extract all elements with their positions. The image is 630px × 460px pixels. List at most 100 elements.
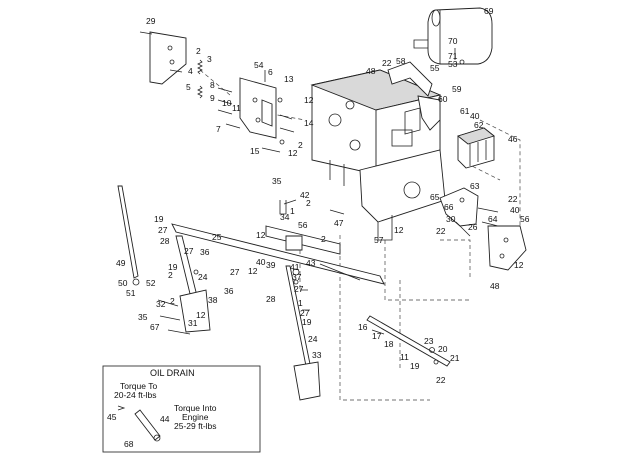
callout-51: 51 [126,288,136,298]
callout-25: 25 [212,232,222,242]
left-mount-bracket [139,31,187,85]
right-side-plate [487,225,527,271]
callout-40c: 40 [256,257,266,267]
callout-2e: 2 [168,270,173,280]
callout-2d: 2 [321,234,326,244]
callout-2f: 2 [170,296,175,306]
callout-34: 34 [280,212,290,222]
callout-11: 11 [232,103,241,113]
callout-64: 64 [488,214,498,224]
callout-39: 39 [266,260,276,270]
lower-right-rod [366,315,451,367]
battery-box [457,127,495,169]
callout-14: 14 [304,118,314,128]
callout-10: 10 [222,98,232,108]
callout-26: 26 [468,222,478,232]
callout-9: 9 [210,93,215,103]
callout-36b: 36 [224,286,234,296]
callout-11b: 11 [400,352,409,362]
center-linkage-arm [265,199,345,255]
callout-22d: 22 [436,375,446,385]
callout-labels: 29 2 3 4 5 54 6 13 8 9 10 11 12 7 14 2 1… [116,6,530,385]
callout-12f: 12 [248,266,258,276]
callout-27e: 27 [300,308,310,318]
control-rod [171,223,385,285]
callout-49: 49 [116,258,126,268]
callout-8: 8 [210,80,215,90]
callout-24b: 24 [308,334,318,344]
callout-44: 44 [160,414,170,424]
callout-56: 56 [298,220,308,230]
callout-27: 27 [158,225,168,235]
oil-drain-title: OIL DRAIN [150,368,195,378]
callout-54: 54 [254,60,264,70]
callout-66: 66 [444,202,454,212]
callout-12g: 12 [196,310,206,320]
callout-19b: 19 [168,262,178,272]
right-side-bracket [439,187,499,237]
shift-lever [117,185,140,286]
callout-53: 53 [448,59,458,69]
callout-67: 67 [150,322,160,332]
drain-plug-icon [117,405,126,411]
callout-43: 43 [306,258,316,268]
callout-17: 17 [372,331,382,341]
callout-65: 65 [430,192,440,202]
oil-drain-box [102,365,261,453]
bolt-hardware-upper-left [217,87,285,153]
callout-29: 29 [146,16,156,26]
callout-55: 55 [430,63,440,73]
callout-15: 15 [250,146,260,156]
callout-18: 18 [384,339,394,349]
callout-12b: 12 [288,148,298,158]
callout-1b: 1 [298,298,303,308]
callout-52: 52 [146,278,156,288]
left-pivot-assembly [157,235,211,335]
callout-2: 2 [196,46,201,56]
callout-33: 33 [312,350,322,360]
callout-61: 61 [460,106,470,116]
torque-to-line2: 20-24 ft-lbs [114,390,157,400]
callout-30: 30 [446,214,456,224]
callout-12c: 12 [256,230,266,240]
callout-20: 20 [438,344,448,354]
callout-41: 41 [290,262,300,272]
callout-21: 21 [450,353,460,363]
callout-23: 23 [424,336,434,346]
callout-60: 60 [438,94,448,104]
callout-46: 46 [508,134,518,144]
callout-69: 69 [484,6,494,16]
torque-into-line2: Engine [182,412,209,422]
vertical-control-rod [285,265,321,401]
callout-38: 38 [208,295,218,305]
callout-31: 31 [188,318,198,328]
torque-to-line1: Torque To [120,381,157,391]
center-plate-bracket [239,70,295,139]
callout-27c: 27 [230,267,240,277]
callout-2b: 2 [298,140,303,150]
callout-62: 62 [474,120,484,130]
callout-3: 3 [207,54,212,64]
callout-47: 47 [334,218,344,228]
callout-27d: 27 [294,284,304,294]
callout-36: 36 [200,247,210,257]
callout-16: 16 [358,322,368,332]
callout-37: 37 [292,272,302,282]
muffler [413,7,493,65]
callout-45: 45 [107,412,117,422]
spring-parts [197,59,203,99]
callout-19: 19 [154,214,164,224]
oil-drain-inset: OIL DRAIN Torque To 20-24 ft-lbs Torque … [102,365,261,453]
callout-12e: 12 [514,260,524,270]
callout-19d: 19 [410,361,420,371]
callout-12: 12 [304,95,314,105]
callout-63: 63 [470,181,480,191]
callout-58: 58 [396,56,406,66]
callout-5: 5 [186,82,191,92]
callout-40: 40 [470,111,480,121]
callout-68: 68 [124,439,134,449]
callout-35: 35 [272,176,282,186]
callout-57: 57 [374,235,384,245]
callout-40b: 40 [510,205,520,215]
